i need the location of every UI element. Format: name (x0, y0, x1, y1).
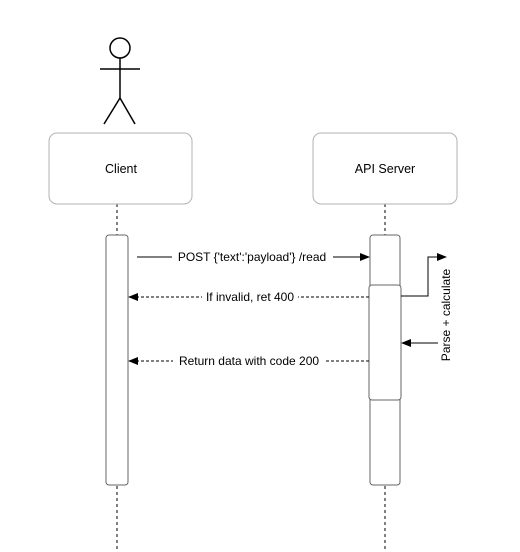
participant-server-label: API Server (355, 162, 415, 176)
participant-client-label: Client (105, 162, 137, 176)
actor-icon (100, 37, 140, 125)
message-invalid-label: If invalid, ret 400 (206, 290, 294, 304)
client-activation[interactable] (105, 234, 129, 486)
self-call-label: Parse + calculate (439, 268, 453, 361)
server-nested-activation[interactable] (368, 284, 402, 401)
message-success-return[interactable]: Return data with code 200 (128, 353, 369, 369)
message-success-label: Return data with code 200 (179, 354, 319, 368)
participant-server[interactable]: API Server (312, 132, 458, 205)
participant-client[interactable]: Client (48, 132, 193, 205)
message-invalid-return[interactable]: If invalid, ret 400 (128, 289, 369, 305)
message-request-label: POST {'text':'payload'} /read (178, 250, 326, 264)
message-request[interactable]: POST {'text':'payload'} /read (137, 249, 370, 265)
self-call-loop[interactable]: Parse + calculate (401, 253, 453, 361)
